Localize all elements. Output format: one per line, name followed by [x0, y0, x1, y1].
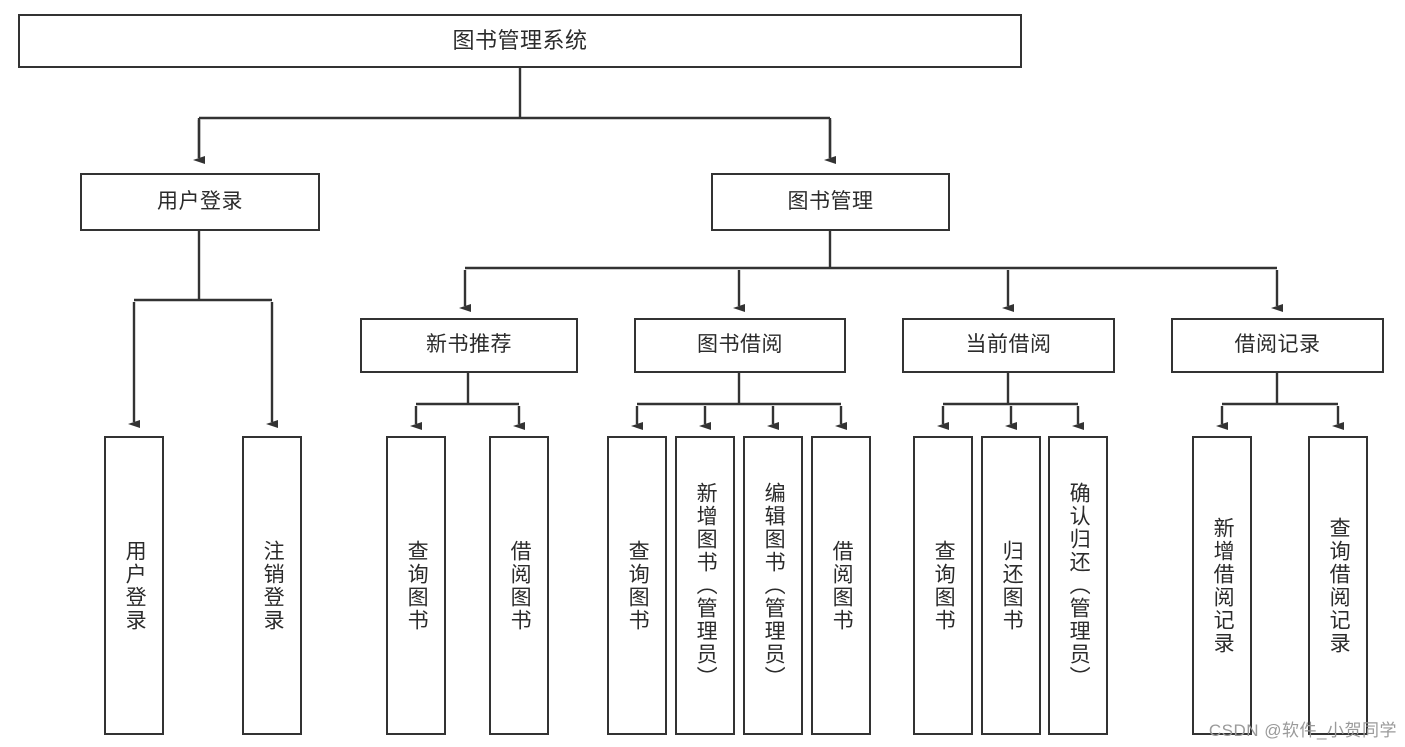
- node-label: 确认归还（管理员）: [1067, 482, 1091, 689]
- node-label: 当前借阅: [965, 333, 1052, 357]
- leaf-add-borrow-record[interactable]: 新增借阅记录: [1192, 436, 1252, 735]
- node-label: 查询借阅记录: [1327, 516, 1351, 655]
- leaf-query-book-recommend[interactable]: 查询图书: [386, 436, 446, 735]
- node-book-management[interactable]: 图书管理: [711, 173, 950, 231]
- node-label: 用户登录: [123, 539, 147, 632]
- leaf-query-book-current[interactable]: 查询图书: [913, 436, 973, 735]
- node-label: 查询图书: [626, 539, 650, 632]
- node-label: 注销登录: [261, 539, 285, 632]
- node-label: 借阅图书: [830, 539, 854, 632]
- node-book-borrow[interactable]: 图书借阅: [634, 318, 846, 373]
- node-current-borrow[interactable]: 当前借阅: [902, 318, 1115, 373]
- node-label: 编辑图书（管理员）: [762, 482, 786, 689]
- leaf-return-book[interactable]: 归还图书: [981, 436, 1041, 735]
- leaf-borrow-book[interactable]: 借阅图书: [811, 436, 871, 735]
- node-root-book-management-system[interactable]: 图书管理系统: [18, 14, 1022, 68]
- node-borrow-record[interactable]: 借阅记录: [1171, 318, 1384, 373]
- leaf-logout-login[interactable]: 注销登录: [242, 436, 302, 735]
- leaf-query-borrow-record[interactable]: 查询借阅记录: [1308, 436, 1368, 735]
- node-label: 图书管理系统: [452, 28, 588, 54]
- leaf-confirm-return-admin[interactable]: 确认归还（管理员）: [1048, 436, 1108, 735]
- node-new-book-recommend[interactable]: 新书推荐: [360, 318, 578, 373]
- leaf-query-book-borrow[interactable]: 查询图书: [607, 436, 667, 735]
- leaf-edit-book-admin[interactable]: 编辑图书（管理员）: [743, 436, 803, 735]
- node-label: 查询图书: [405, 539, 429, 632]
- node-label: 借阅图书: [508, 539, 532, 632]
- csdn-watermark: CSDN @软件_小贺同学: [1208, 721, 1397, 740]
- node-label: 新书推荐: [426, 333, 512, 357]
- leaf-borrow-book-recommend[interactable]: 借阅图书: [489, 436, 549, 735]
- node-label: 用户登录: [157, 189, 243, 213]
- node-label: 查询图书: [932, 539, 956, 632]
- leaf-add-book-admin[interactable]: 新增图书（管理员）: [675, 436, 735, 735]
- node-label: 归还图书: [1000, 539, 1024, 632]
- node-label: 图书管理: [787, 189, 874, 213]
- node-user-login[interactable]: 用户登录: [80, 173, 320, 231]
- node-label: 图书借阅: [697, 333, 783, 357]
- node-label: 新增图书（管理员）: [694, 482, 718, 689]
- node-label: 借阅记录: [1234, 333, 1321, 357]
- leaf-user-login[interactable]: 用户登录: [104, 436, 164, 735]
- node-label: 新增借阅记录: [1211, 516, 1235, 655]
